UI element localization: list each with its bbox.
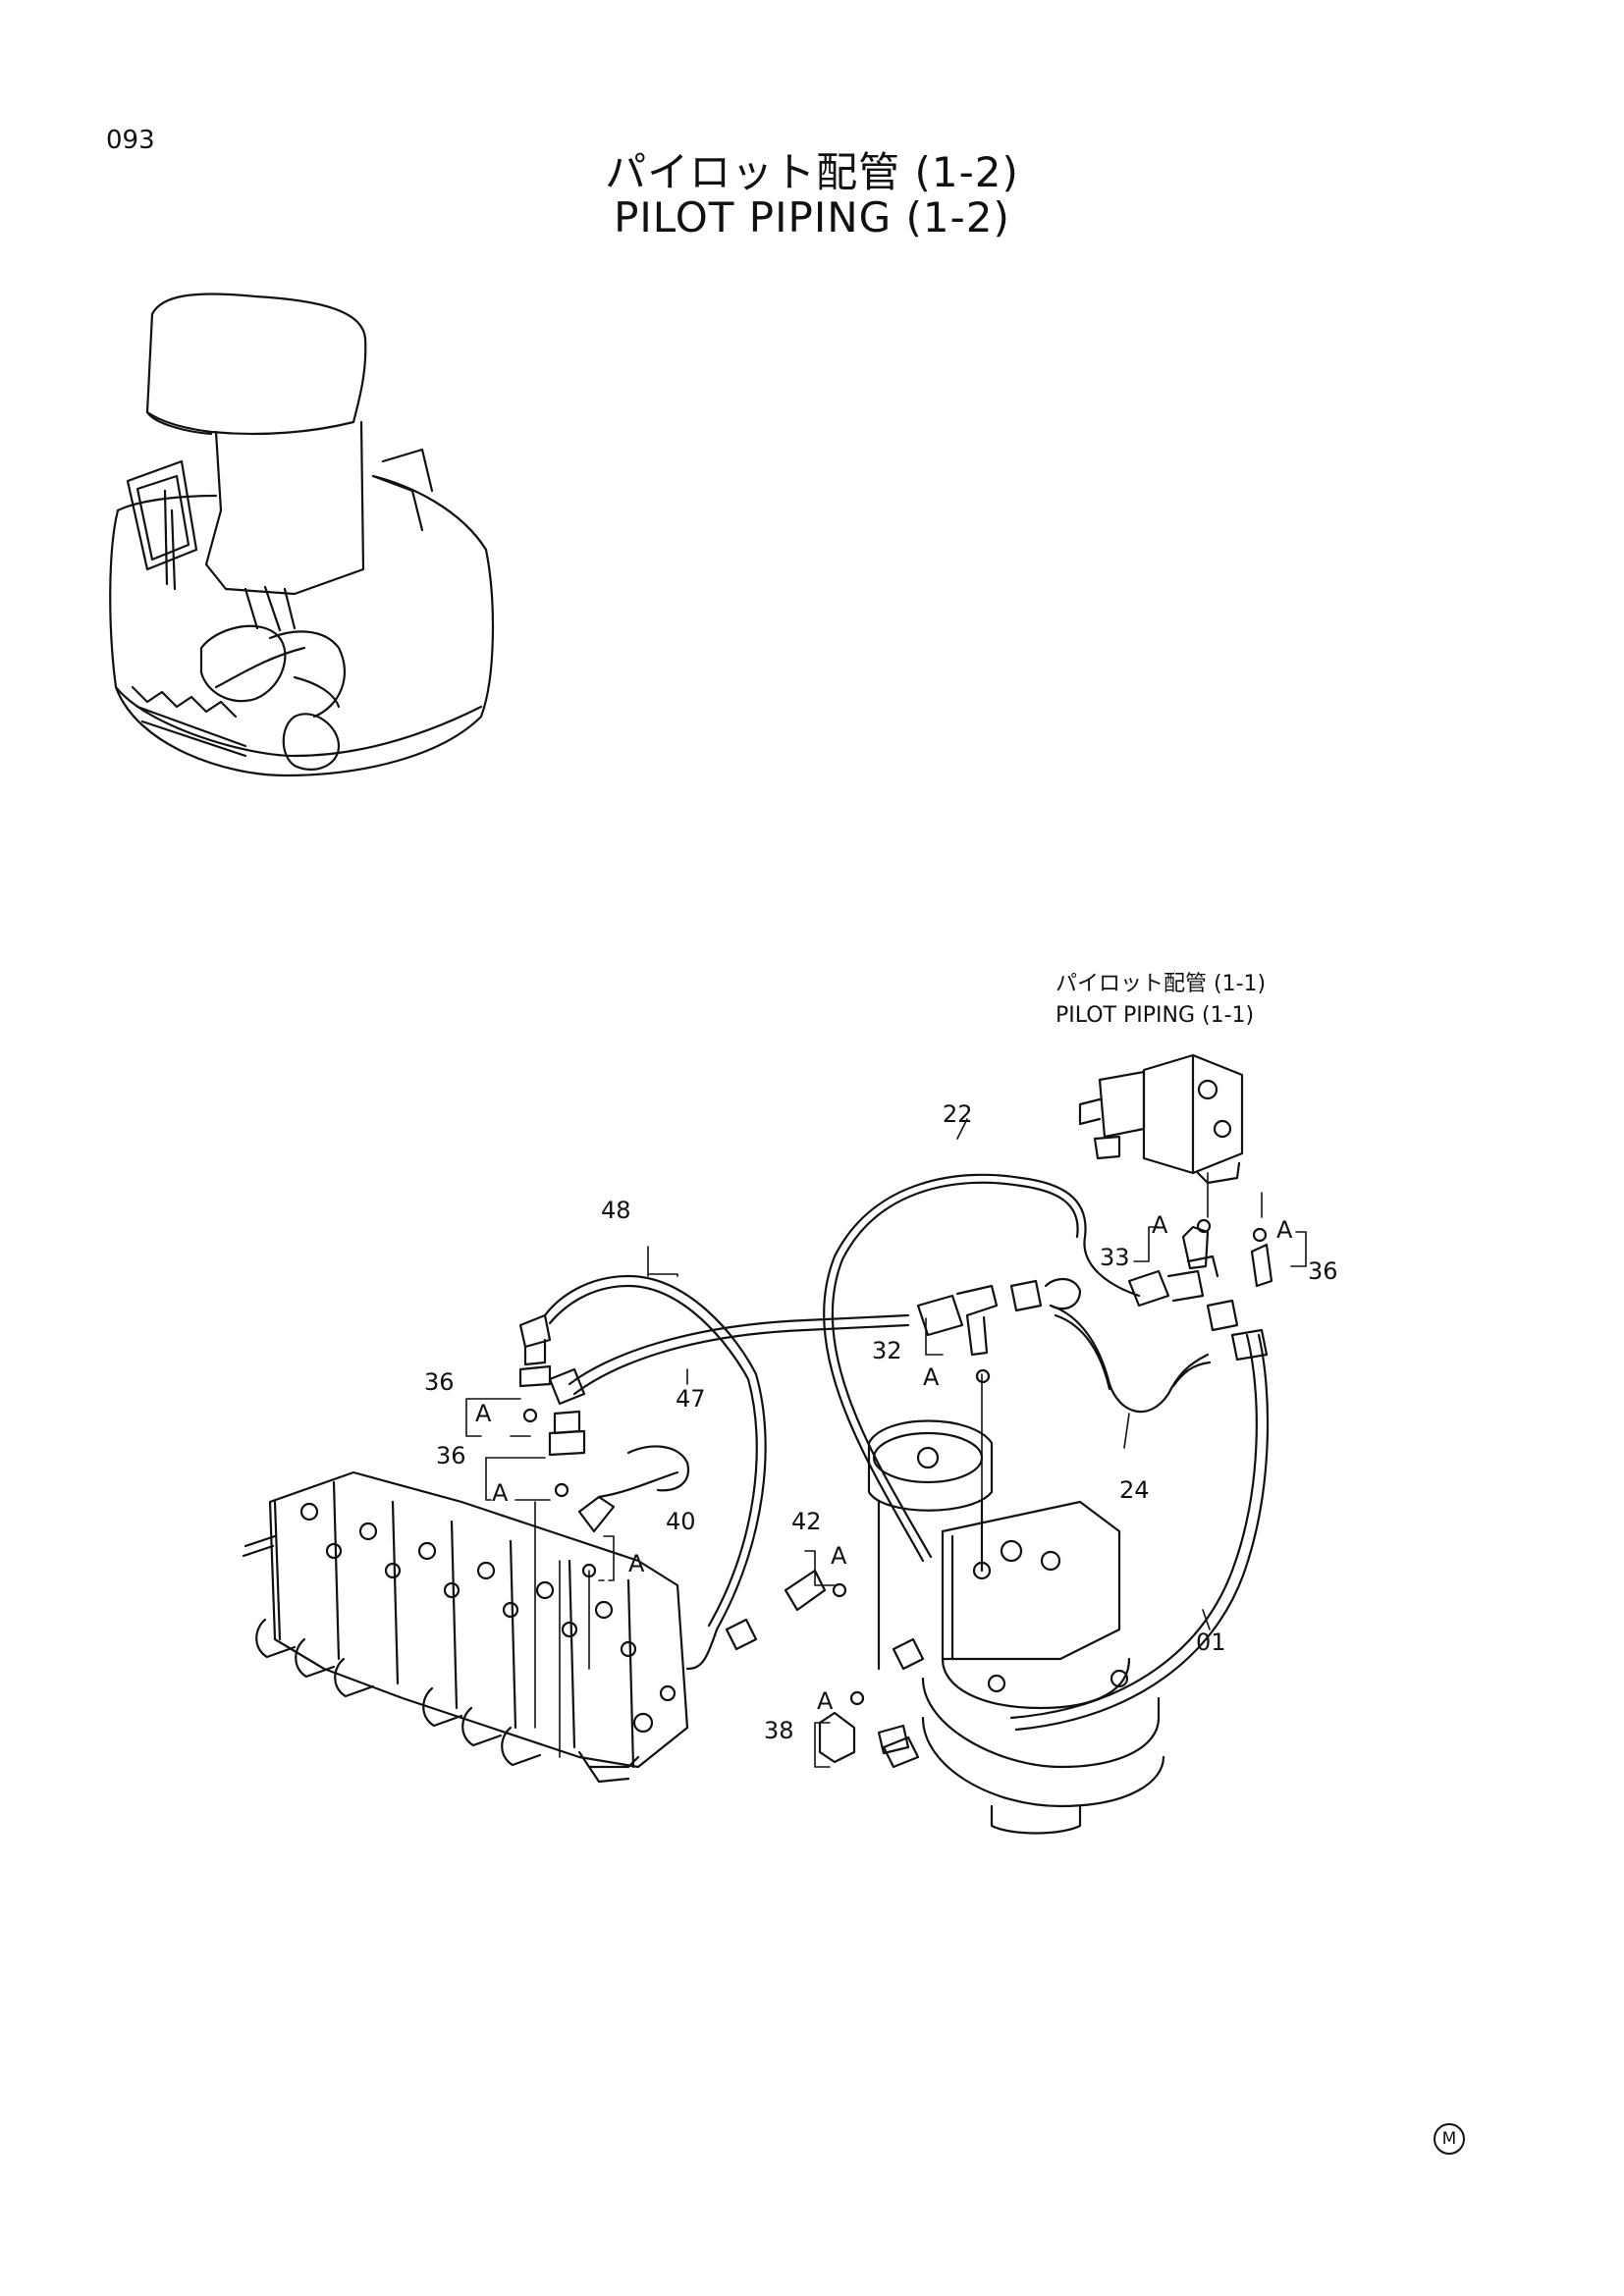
callout-32: 32 <box>872 1337 902 1364</box>
callout-leaders <box>465 1118 1307 1768</box>
callout-40: 40 <box>666 1508 696 1535</box>
ref-mark-a: A <box>817 1687 834 1715</box>
callout-48: 48 <box>601 1197 631 1224</box>
callout-42: 42 <box>791 1508 822 1535</box>
callout-36: 36 <box>436 1442 466 1469</box>
ref-mark-a: A <box>475 1400 492 1427</box>
ref-mark-a: A <box>923 1363 940 1391</box>
ref-mark-a: A <box>831 1542 847 1570</box>
machine-overview-illustration <box>109 293 495 777</box>
corner-mark: M <box>1434 2123 1465 2155</box>
callout-47: 47 <box>676 1385 706 1413</box>
callout-38: 38 <box>764 1717 794 1744</box>
ref-mark-a: A <box>1152 1211 1168 1239</box>
reference-label-en: PILOT PIPING (1-1) <box>1056 1003 1255 1028</box>
pipe-40 <box>577 1470 679 1533</box>
hose-01 <box>1009 1333 1270 1732</box>
callout-22: 22 <box>943 1100 973 1128</box>
callout-01: 01 <box>1196 1629 1226 1656</box>
ref-mark-a: A <box>1276 1216 1293 1244</box>
callout-24: 24 <box>1119 1476 1150 1504</box>
callout-36: 36 <box>424 1368 455 1396</box>
pilot-valve-reference <box>1078 1053 1244 1185</box>
reference-label-jp: パイロット配管 (1-1) <box>1056 972 1267 996</box>
page-number: 093 <box>106 126 155 155</box>
hose-48 <box>543 1274 767 1671</box>
fittings <box>518 1218 1273 1764</box>
ref-mark-a: A <box>628 1550 645 1577</box>
hose-24 <box>1049 1304 1212 1414</box>
hose-22 <box>823 1173 1141 1563</box>
ref-mark-a: A <box>492 1479 509 1507</box>
callout-33: 33 <box>1100 1244 1130 1271</box>
control-valve-assembly <box>242 1470 689 1784</box>
page-title-jp: パイロット配管 (1-2) <box>605 148 1019 196</box>
callout-36: 36 <box>1308 1257 1338 1285</box>
page-title-en: PILOT PIPING (1-2) <box>614 193 1010 241</box>
hose-47 <box>568 1313 910 1396</box>
